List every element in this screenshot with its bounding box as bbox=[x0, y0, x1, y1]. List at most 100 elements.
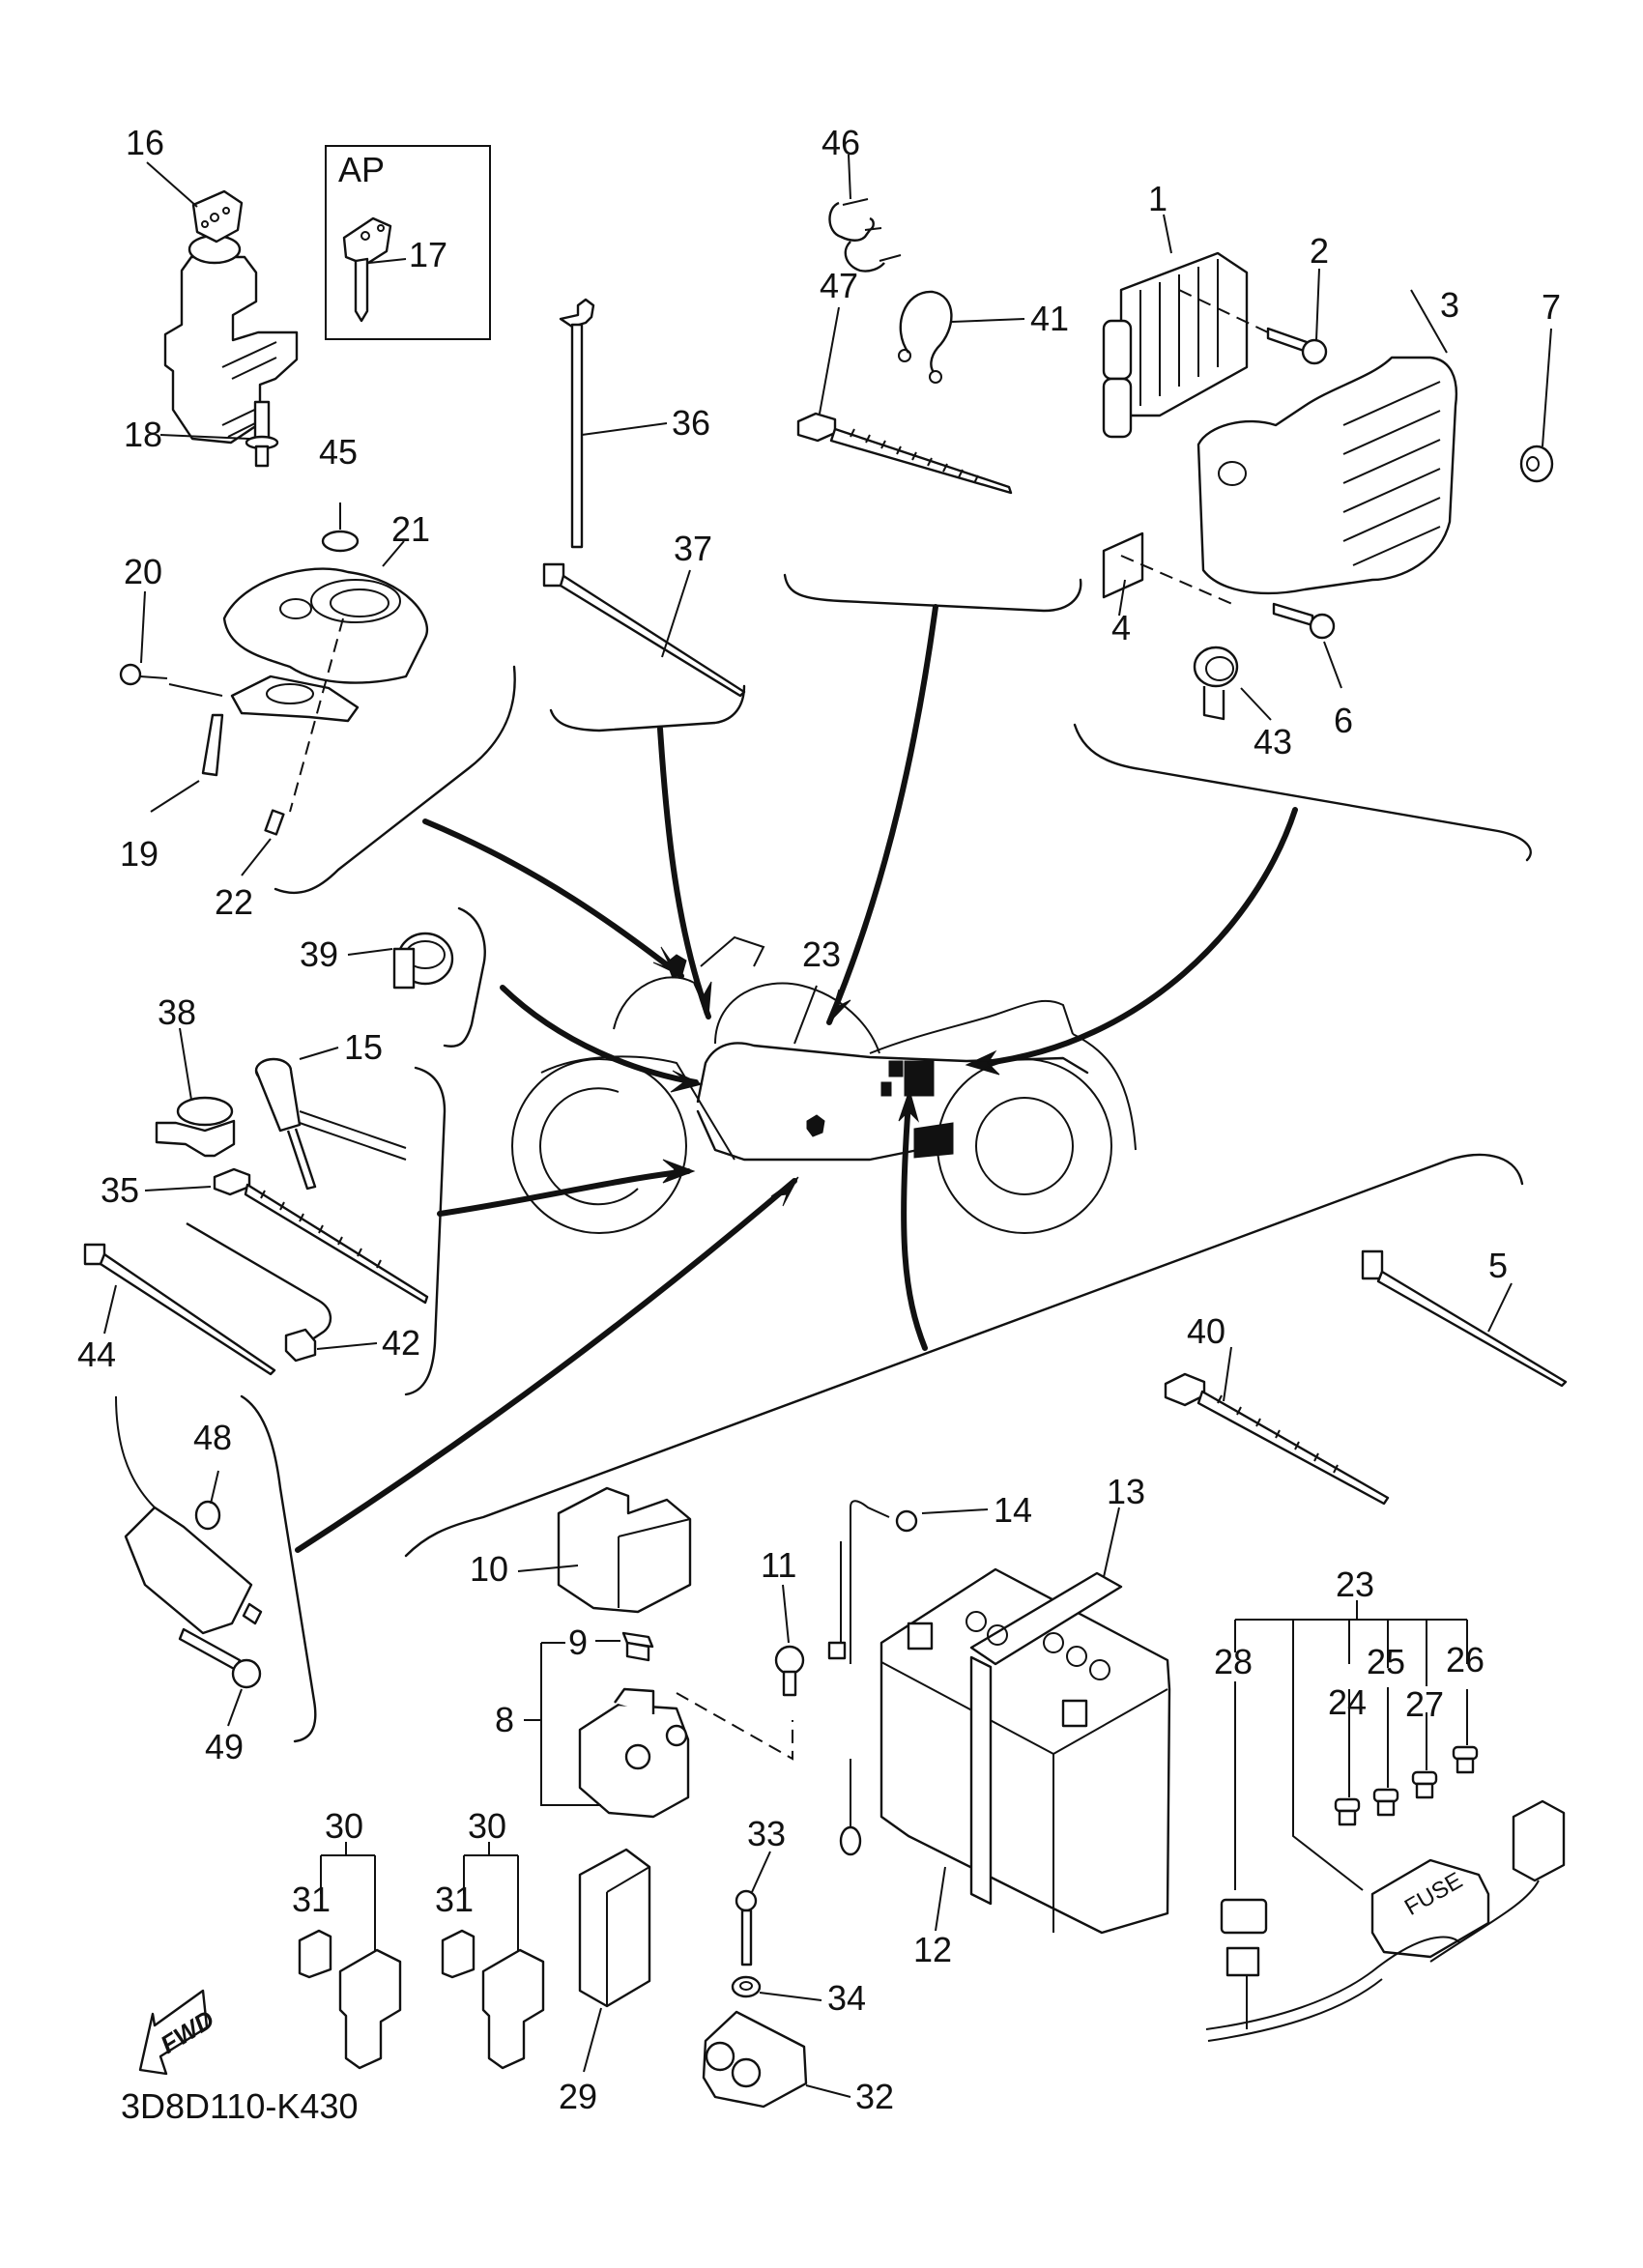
leader-tiegroup-to-bike bbox=[437, 1168, 691, 1217]
leader-fuelpump-to-bike bbox=[295, 1178, 797, 1553]
clip-47[interactable] bbox=[898, 290, 953, 384]
callout-25: 25 bbox=[1367, 1642, 1405, 1681]
callout-12: 12 bbox=[913, 1930, 952, 1969]
callout-10: 10 bbox=[470, 1549, 508, 1589]
cable-tie-5[interactable] bbox=[1361, 1249, 1568, 1388]
callout-21: 21 bbox=[391, 509, 430, 549]
callout-18: 18 bbox=[124, 415, 162, 454]
callout-31-right: 31 bbox=[435, 1880, 474, 1919]
callout-44: 44 bbox=[77, 1335, 116, 1374]
cable-tie-41[interactable] bbox=[796, 412, 1013, 495]
callout-33: 33 bbox=[747, 1814, 786, 1853]
callout-8: 8 bbox=[495, 1700, 514, 1739]
fuse-26[interactable] bbox=[1452, 1745, 1479, 1774]
relay-30-left[interactable] bbox=[298, 1929, 402, 2070]
diagram-part-number: 3D8D110-K430 bbox=[121, 2086, 359, 2126]
group-bracket-rectifier bbox=[1073, 723, 1532, 862]
cable-tie-37[interactable] bbox=[542, 562, 746, 698]
handlebar-cover-21[interactable] bbox=[222, 567, 428, 684]
callout-47: 41 bbox=[1030, 299, 1069, 338]
fuse-9[interactable] bbox=[621, 1631, 654, 1662]
callout-37: 37 bbox=[674, 529, 712, 568]
harness-connector[interactable] bbox=[1512, 1799, 1566, 1882]
clamp-39[interactable] bbox=[392, 932, 454, 990]
ap-inset-box bbox=[325, 145, 491, 340]
callout-3: 3 bbox=[1440, 285, 1459, 325]
bolt-2[interactable] bbox=[1266, 327, 1328, 365]
bolt-11[interactable] bbox=[774, 1645, 805, 1697]
bracket-19[interactable] bbox=[201, 675, 360, 777]
callout-48: 48 bbox=[193, 1418, 232, 1457]
group-bracket-clamp-39 bbox=[443, 906, 486, 1048]
callout-45: 45 bbox=[319, 432, 358, 472]
pad-4[interactable] bbox=[1102, 531, 1144, 599]
callout-13: 13 bbox=[1107, 1472, 1145, 1511]
sensor-15[interactable] bbox=[254, 1057, 407, 1191]
callout-2: 2 bbox=[1310, 231, 1329, 271]
cable-tie-35[interactable] bbox=[213, 1167, 429, 1305]
callout-22: 22 bbox=[215, 882, 253, 922]
callout-31-left: 31 bbox=[292, 1880, 331, 1919]
bolt-18[interactable] bbox=[245, 400, 279, 468]
group-bracket-tie-group bbox=[404, 1066, 447, 1396]
cover-3[interactable] bbox=[1196, 356, 1458, 595]
cap-45[interactable] bbox=[321, 530, 360, 553]
battery-lead-14[interactable] bbox=[827, 1500, 918, 1856]
callout-26: 26 bbox=[1446, 1640, 1484, 1679]
cable-tie-44[interactable] bbox=[83, 1243, 276, 1376]
callout-11: 11 bbox=[761, 1545, 796, 1585]
grommet-7[interactable] bbox=[1519, 445, 1554, 483]
starter-relay-8[interactable] bbox=[578, 1687, 690, 1819]
group-bracket-tie-41 bbox=[783, 573, 1082, 613]
relay-30-right[interactable] bbox=[441, 1929, 545, 2070]
screw-33[interactable] bbox=[735, 1889, 758, 1967]
callout-49: 49 bbox=[205, 1727, 244, 1766]
screw-22-icon[interactable] bbox=[264, 809, 285, 836]
group-bracket-handlebar bbox=[274, 665, 516, 895]
callout-14: 14 bbox=[994, 1490, 1032, 1530]
callout-24: 24 bbox=[1328, 1682, 1367, 1722]
callout-20: 20 bbox=[124, 552, 162, 591]
callout-38: 38 bbox=[158, 992, 196, 1032]
callout-15: 15 bbox=[344, 1027, 383, 1067]
cable-tie-36[interactable] bbox=[559, 298, 595, 549]
main-switch-assembly[interactable] bbox=[163, 189, 299, 445]
spare-key-icon bbox=[342, 216, 392, 323]
callout-40: 40 bbox=[1187, 1311, 1225, 1351]
fuse-24[interactable] bbox=[1334, 1797, 1361, 1826]
relay-cover-10[interactable] bbox=[557, 1486, 692, 1614]
fuse-box[interactable]: FUSE bbox=[1370, 1858, 1490, 1959]
clamp-38[interactable] bbox=[155, 1096, 236, 1158]
relay-29[interactable] bbox=[578, 1848, 651, 2008]
callout-7: 7 bbox=[1542, 287, 1561, 327]
cable-tie-42[interactable] bbox=[186, 1221, 332, 1363]
callout-34: 34 bbox=[827, 1978, 866, 2018]
forward-direction-arrow-icon: FWD bbox=[138, 1989, 219, 2076]
washer-34[interactable] bbox=[731, 1975, 762, 1998]
clamp-46[interactable] bbox=[828, 198, 902, 273]
callout-28: 28 bbox=[1214, 1642, 1253, 1681]
sensor-32[interactable] bbox=[702, 2010, 808, 2109]
rectifier-regulator-1[interactable] bbox=[1102, 251, 1249, 439]
callout-17: 17 bbox=[409, 235, 447, 274]
wire-harness bbox=[1205, 1880, 1540, 2042]
relay-28[interactable] bbox=[1220, 1898, 1268, 1977]
motorcycle-silhouette bbox=[511, 935, 1137, 1234]
fuse-27[interactable] bbox=[1411, 1770, 1438, 1799]
bolt-6[interactable] bbox=[1272, 602, 1336, 640]
callout-16: 16 bbox=[126, 123, 164, 162]
leader-tie41-to-bike bbox=[826, 604, 938, 1025]
battery-13[interactable] bbox=[879, 1567, 1171, 1935]
callout-19: 19 bbox=[120, 834, 159, 874]
screw-20-icon[interactable] bbox=[119, 663, 142, 686]
cable-tie-40[interactable] bbox=[1164, 1372, 1390, 1506]
callout-5: 5 bbox=[1488, 1246, 1508, 1285]
clamp-43[interactable] bbox=[1193, 646, 1239, 721]
callout-35: 35 bbox=[101, 1170, 139, 1210]
leader-handlebar-to-bike bbox=[422, 818, 684, 979]
fuel-pump-48[interactable] bbox=[115, 1395, 263, 1635]
bolt-49[interactable] bbox=[178, 1627, 262, 1689]
fuse-25[interactable] bbox=[1372, 1788, 1399, 1817]
callout-23-harness: 23 bbox=[802, 934, 841, 974]
